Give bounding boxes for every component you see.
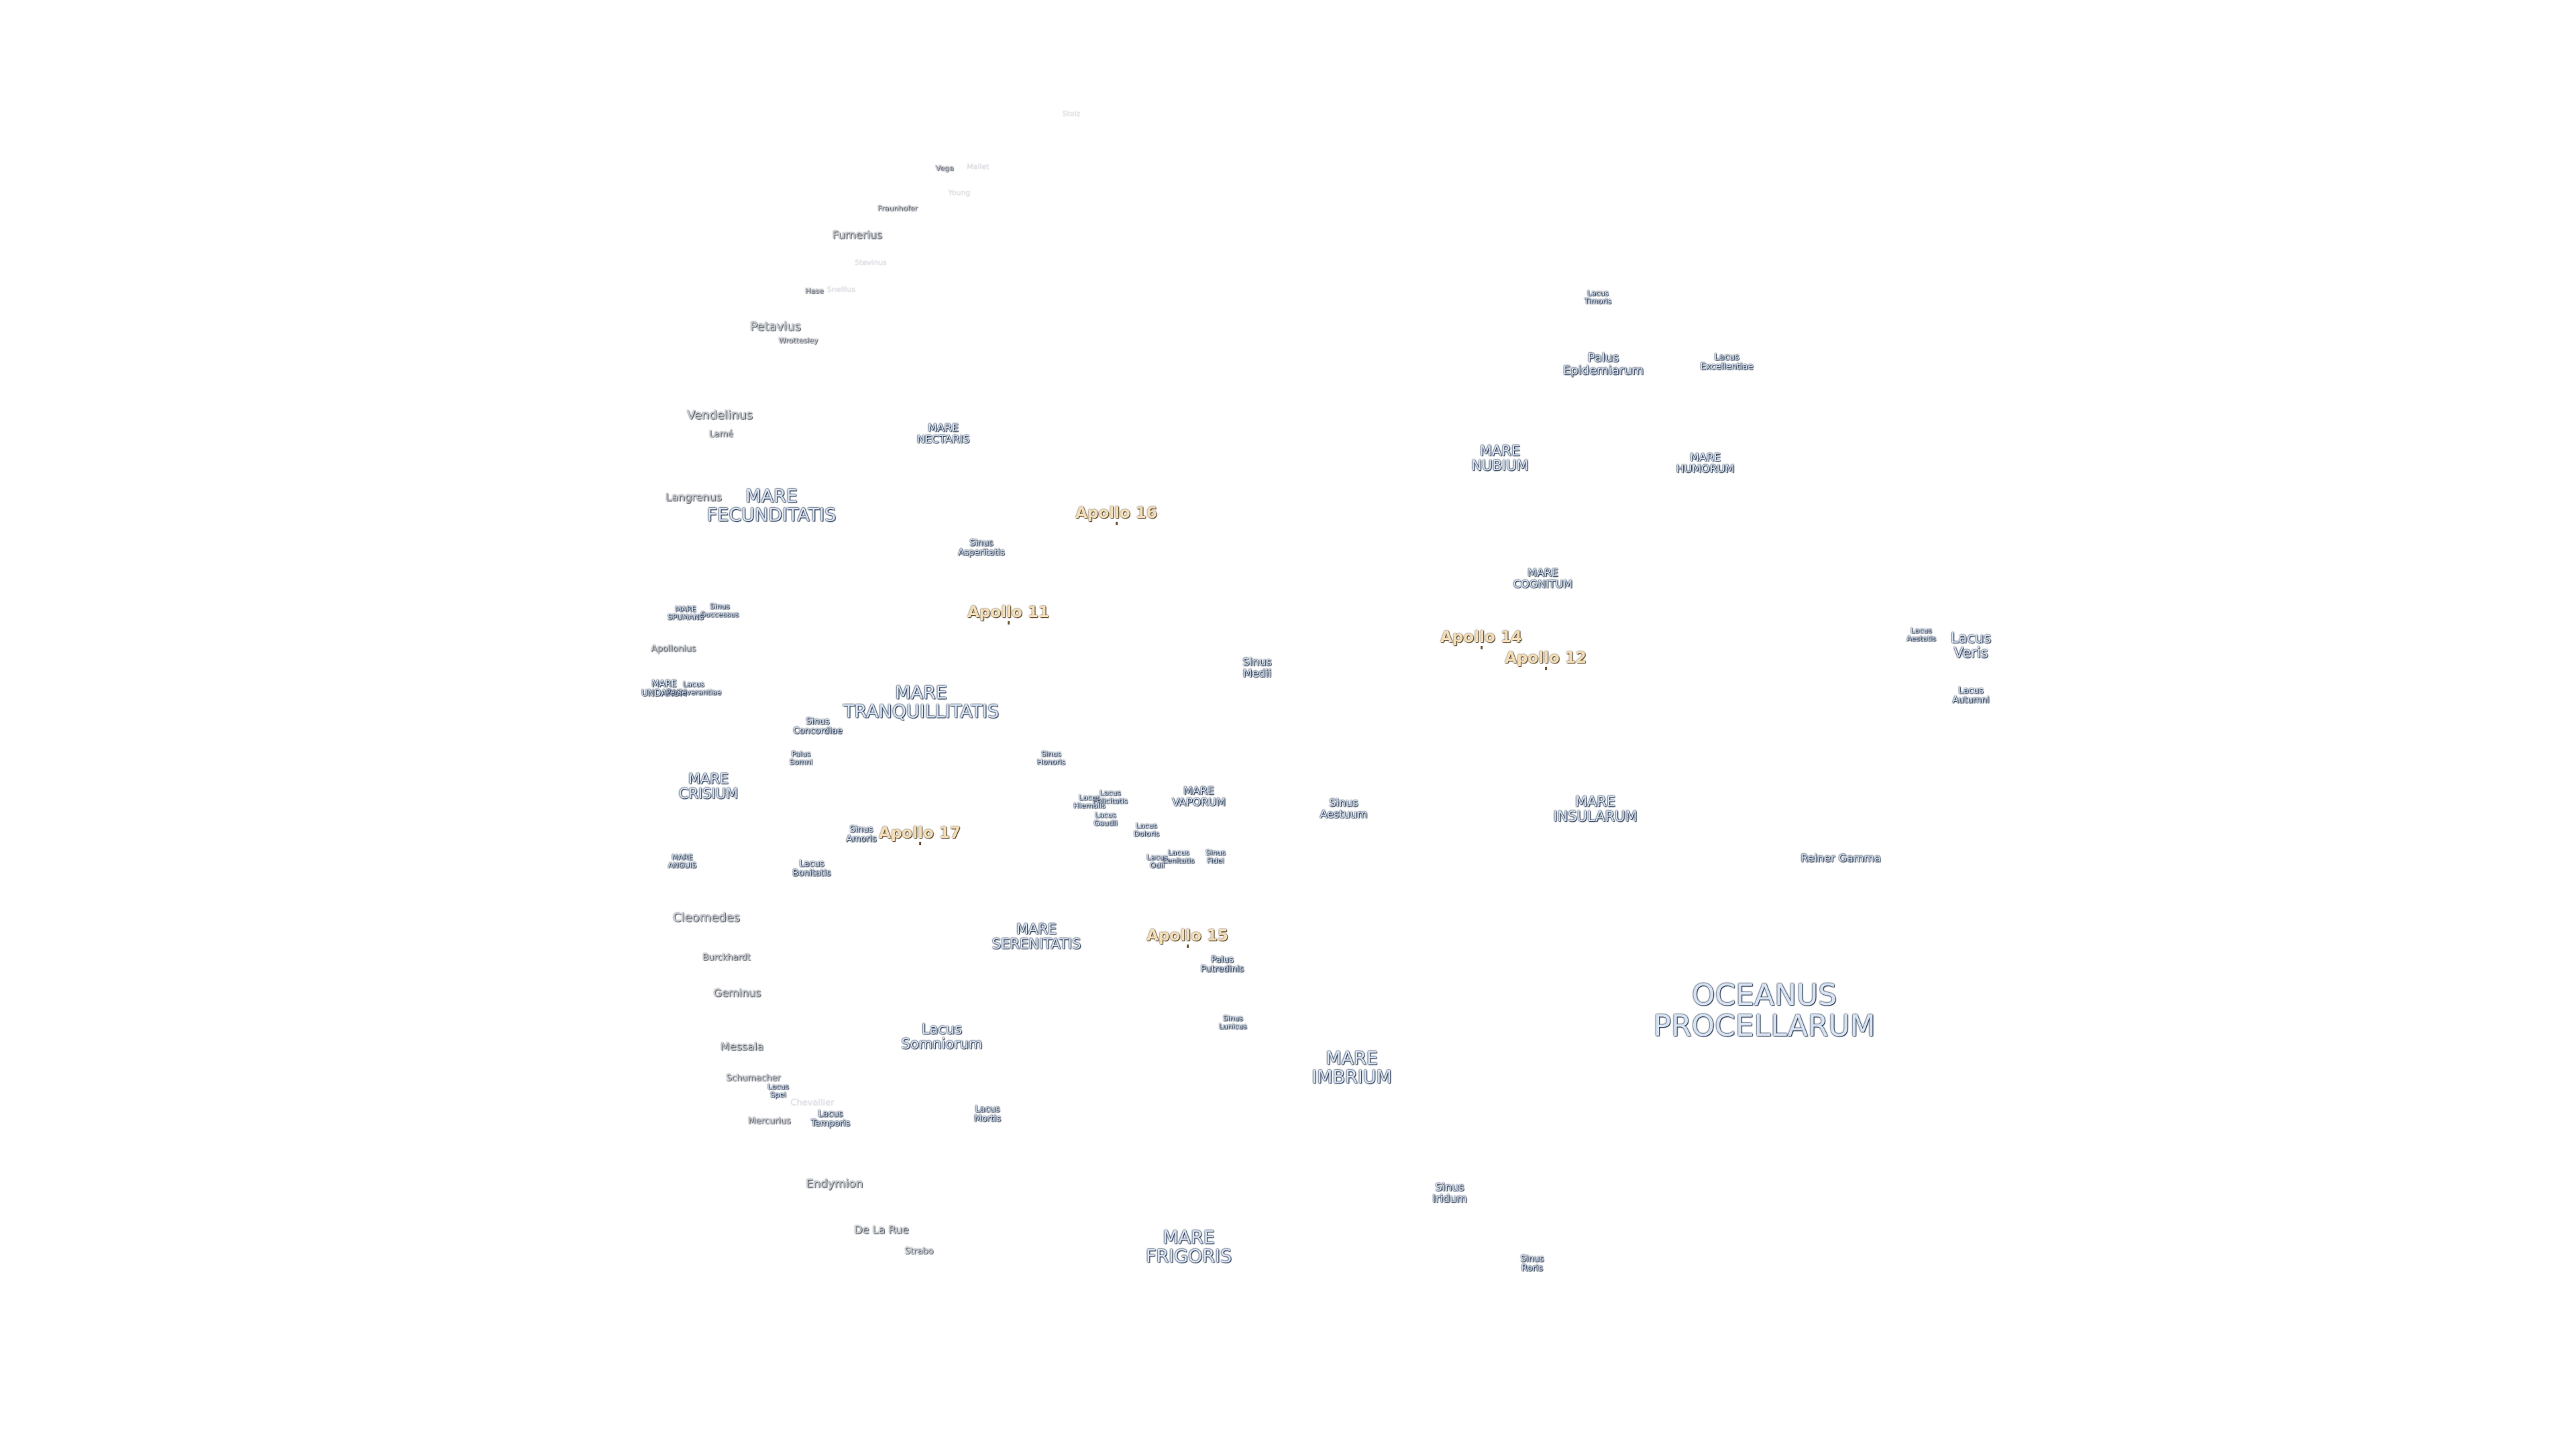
label-sinus-lunicus: Sinus Lunicus — [1219, 1014, 1247, 1030]
label-reiner-gamma: Reiner Gamma — [1801, 851, 1881, 865]
label-lacus-doloris: Lacus Doloris — [1133, 821, 1160, 838]
label-lacus-mortis: Lacus Mortis — [974, 1104, 1001, 1124]
label-sinus-amoris: Sinus Amoris — [846, 824, 877, 844]
label-lacus-excellentiae: Lacus Excellentiae — [1700, 352, 1754, 372]
label-crater-stolz: Stolz — [1062, 109, 1081, 119]
label-lacus-felicitatis: Lacus Felicitatis — [1093, 788, 1128, 805]
label-crater-geminus: Geminus — [713, 986, 761, 1000]
apollo-14-marker[interactable]: Apollo 14 — [1440, 628, 1522, 650]
label-sinus-successus: Sinus Successus — [700, 602, 739, 619]
label-crater-langrenus: Langrenus — [665, 490, 722, 504]
label-mare-vaporum: MARE VAPORUM — [1172, 784, 1226, 808]
label-crater-hase: Hase — [805, 286, 824, 296]
label-crater-mercurius: Mercurius — [748, 1116, 791, 1127]
label-palus-putredinis: Palus Putredinis — [1200, 955, 1244, 974]
apollo-17-marker[interactable]: Apollo 17 — [879, 824, 961, 846]
label-crater-chevallier: Chevallier — [790, 1098, 835, 1109]
label-mare-crisium: MARE CRISIUM — [678, 770, 739, 802]
label-mare-undarum: MARE UNDARUM — [641, 679, 687, 698]
label-mare-imbrium: MARE IMBRIUM — [1311, 1048, 1392, 1088]
label-mare-fecunditatis: MARE FECUNDITATIS — [706, 486, 837, 526]
label-sinus-honoris: Sinus Honoris — [1036, 749, 1066, 766]
label-lacus-veris: Lacus Veris — [1950, 629, 1992, 661]
label-crater-stevinus: Stevinus — [855, 258, 887, 268]
label-mare-frigoris: MARE FRIGORIS — [1145, 1227, 1232, 1267]
label-lacus-bonitatis: Lacus Bonitatis — [792, 859, 831, 878]
label-mare-insularum: MARE INSULARUM — [1553, 793, 1638, 824]
label-mare-nectaris: MARE NECTARIS — [916, 421, 970, 445]
label-crater-mallet: Mallet — [967, 162, 989, 172]
label-crater-snellius: Snellius — [826, 285, 856, 294]
label-mare-tranquillitatis: MARE TRANQUILLITATIS — [843, 682, 1000, 722]
apollo-12-marker[interactable]: Apollo 12 — [1505, 649, 1587, 671]
label-mare-humorum: MARE HUMORUM — [1676, 451, 1735, 475]
label-crater-schumacher: Schumacher — [726, 1073, 781, 1084]
label-sinus-asperitatis: Sinus Asperitatis — [958, 538, 1005, 557]
label-lacus-lenitatis: Lacus Lenitatis — [1163, 848, 1195, 865]
label-crater-strabo: Strabo — [904, 1246, 934, 1257]
label-mare-serenitatis: MARE SERENITATIS — [991, 920, 1081, 952]
label-lacus-hiemalis: Lacus Hiemalis — [1073, 793, 1106, 810]
label-lacus-aestatis: Lacus Aestatis — [1907, 626, 1936, 643]
label-crater-vega: Vega — [935, 164, 954, 173]
label-palus-epidemiarum: Palus Epidemiarum — [1562, 351, 1644, 378]
label-crater-burckhardt: Burckhardt — [702, 953, 751, 963]
label-sinus-concordiae: Sinus Concordiae — [793, 716, 843, 736]
label-sinus-medii: Sinus Medii — [1242, 655, 1272, 680]
label-lacus-timoris: Lacus Timoris — [1584, 288, 1612, 305]
label-oceanus-procellarum: OCEANUS PROCELLARUM — [1653, 977, 1876, 1043]
label-palus-somni: Palus Somni — [789, 749, 813, 766]
label-mare-spumans: MARE SPUMANS — [667, 604, 704, 621]
label-lacus-autumni: Lacus Autumni — [1952, 686, 1990, 705]
label-crater-fraunhofer: Fraunhofer — [877, 204, 918, 213]
label-mare-nubium: MARE NUBIUM — [1471, 442, 1529, 474]
label-mare-cognitum: MARE COGNITUM — [1513, 566, 1573, 590]
apollo-15-marker[interactable]: Apollo 15 — [1146, 926, 1228, 949]
label-sinus-iridum: Sinus Iridum — [1432, 1181, 1467, 1205]
label-sinus-fidei: Sinus Fidei — [1205, 848, 1226, 865]
label-lacus-odii: Lacus Odii — [1146, 853, 1168, 869]
label-sinus-roris: Sinus Roris — [1520, 1254, 1544, 1273]
label-mare-anguis: MARE ANGUIS — [667, 853, 697, 869]
label-crater-messala: Messala — [720, 1040, 764, 1053]
label-crater-young: Young — [948, 189, 971, 198]
label-lacus-gaudii: Lacus Gaudii — [1093, 810, 1118, 827]
label-crater-petavius: Petavius — [750, 319, 801, 334]
label-crater-vendelinus: Vendelinus — [686, 408, 753, 423]
label-crater-furnerius: Furnerius — [832, 228, 883, 241]
label-lacus-perseverantiae: Lacus Perseverantiae — [665, 680, 722, 696]
label-lacus-temporis: Lacus Temporis — [810, 1109, 851, 1128]
label-crater-cleomedes: Cleomedes — [672, 910, 741, 925]
label-crater-apollonius: Apollonius — [651, 644, 696, 655]
apollo-11-marker[interactable]: Apollo 11 — [967, 603, 1049, 625]
label-crater-endymion: Endymion — [806, 1177, 863, 1191]
label-lacus-spei: Lacus Spei — [767, 1082, 789, 1099]
label-crater-de-la-rue: De La Rue — [854, 1223, 909, 1236]
apollo-16-marker[interactable]: Apollo 16 — [1075, 504, 1157, 526]
label-lacus-somniorum: Lacus Somniorum — [901, 1020, 983, 1052]
label-crater-lame: Lamé — [709, 429, 733, 440]
label-crater-wrottesley: Wrottesley — [778, 336, 818, 345]
label-sinus-aestuum: Sinus Aestuum — [1320, 796, 1368, 820]
